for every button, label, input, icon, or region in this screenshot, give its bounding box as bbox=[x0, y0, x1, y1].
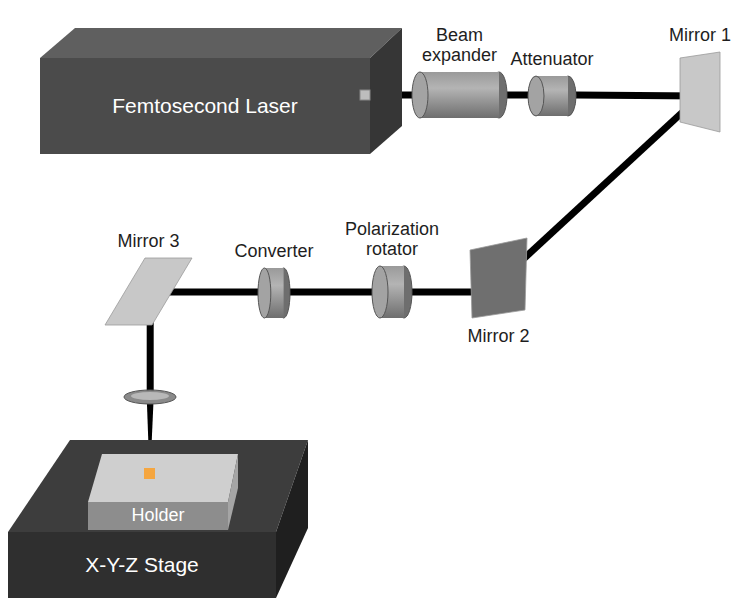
holder-front-face bbox=[88, 502, 228, 530]
lens-highlight bbox=[131, 392, 169, 400]
focusing-lens bbox=[124, 390, 176, 404]
laser-front-face bbox=[40, 58, 370, 154]
attenuator: Attenuator bbox=[528, 76, 576, 116]
stage-side-face bbox=[276, 440, 308, 598]
beam-expander: Beam expander bbox=[412, 72, 507, 118]
stage-top-face bbox=[8, 440, 308, 532]
component-label: Beam expander bbox=[414, 25, 506, 66]
component-label: Femtosecond Laser bbox=[112, 94, 298, 117]
mirror-shape bbox=[470, 238, 527, 318]
mirror: Mirror 3 bbox=[105, 258, 192, 325]
laser-side-face bbox=[370, 28, 402, 154]
text-region: X-Y-Z Stage bbox=[8, 532, 276, 598]
stage-front-face bbox=[8, 532, 276, 598]
component-label: Mirror 2 bbox=[468, 326, 530, 347]
sample bbox=[144, 468, 155, 479]
mirror-plate bbox=[105, 258, 192, 325]
cylinder-face bbox=[258, 268, 271, 318]
component-label: X-Y-Z Stage bbox=[85, 553, 199, 576]
laser-output-port bbox=[360, 90, 370, 100]
holder-side-face bbox=[228, 454, 238, 530]
laser-beam bbox=[412, 289, 476, 296]
converter-shape bbox=[258, 268, 290, 318]
converter: Converter bbox=[258, 268, 290, 318]
component-label: Holder bbox=[131, 506, 184, 526]
cylinder-body bbox=[420, 72, 499, 118]
laser-beam bbox=[507, 92, 528, 99]
beam-expander-shape bbox=[412, 72, 507, 118]
laser-box: Femtosecond Laser bbox=[40, 28, 402, 154]
holder-top-face bbox=[88, 454, 238, 502]
mirror: Mirror 1 bbox=[680, 52, 720, 132]
text-region: Holder bbox=[88, 502, 228, 530]
component-label: Mirror 1 bbox=[669, 25, 731, 46]
polarization-rotator-shape bbox=[372, 266, 412, 318]
laser-beam bbox=[518, 96, 700, 264]
mirror: Mirror 2 bbox=[470, 238, 527, 318]
mirror-shape bbox=[105, 258, 192, 325]
laser-box-shape bbox=[40, 28, 402, 154]
cylinder-face bbox=[412, 72, 428, 118]
mirror-plate bbox=[680, 52, 720, 132]
cylinder-face bbox=[528, 76, 544, 116]
component-label: Converter bbox=[234, 241, 313, 262]
mirror-shape bbox=[680, 52, 720, 132]
sample-holder: Holder bbox=[88, 454, 238, 530]
laser-beam bbox=[290, 289, 372, 296]
text-region: Femtosecond Laser bbox=[40, 58, 370, 154]
polarization-rotator: Polarization rotator bbox=[372, 266, 412, 318]
laser-top-face bbox=[40, 28, 402, 58]
component-label: Polarization rotator bbox=[336, 219, 448, 260]
xyz-stage: HolderX-Y-Z Stage bbox=[8, 440, 308, 598]
component-label: Attenuator bbox=[510, 49, 593, 70]
cylinder-face bbox=[372, 266, 388, 318]
attenuator-shape bbox=[528, 76, 576, 116]
mirror-plate bbox=[470, 238, 527, 318]
component-label: Mirror 3 bbox=[118, 231, 180, 252]
